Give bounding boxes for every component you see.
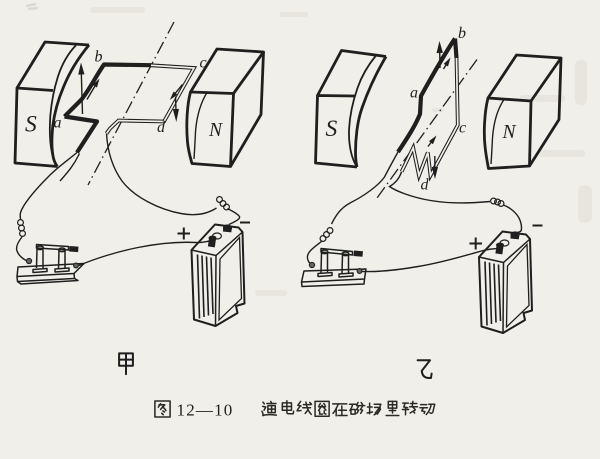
svg-text:c: c <box>459 120 466 137</box>
svg-text:b: b <box>95 49 103 66</box>
svg-text:12—10: 12—10 <box>177 401 234 420</box>
svg-text:N: N <box>208 120 223 141</box>
svg-text:c: c <box>200 55 207 72</box>
svg-text:a: a <box>410 85 418 102</box>
svg-text:N: N <box>502 122 517 143</box>
svg-text:d: d <box>157 119 166 136</box>
svg-text:d: d <box>421 177 430 194</box>
svg-text:S: S <box>326 116 338 142</box>
svg-text:a: a <box>54 115 62 132</box>
svg-text:S: S <box>25 112 37 138</box>
svg-text:b: b <box>458 25 466 42</box>
